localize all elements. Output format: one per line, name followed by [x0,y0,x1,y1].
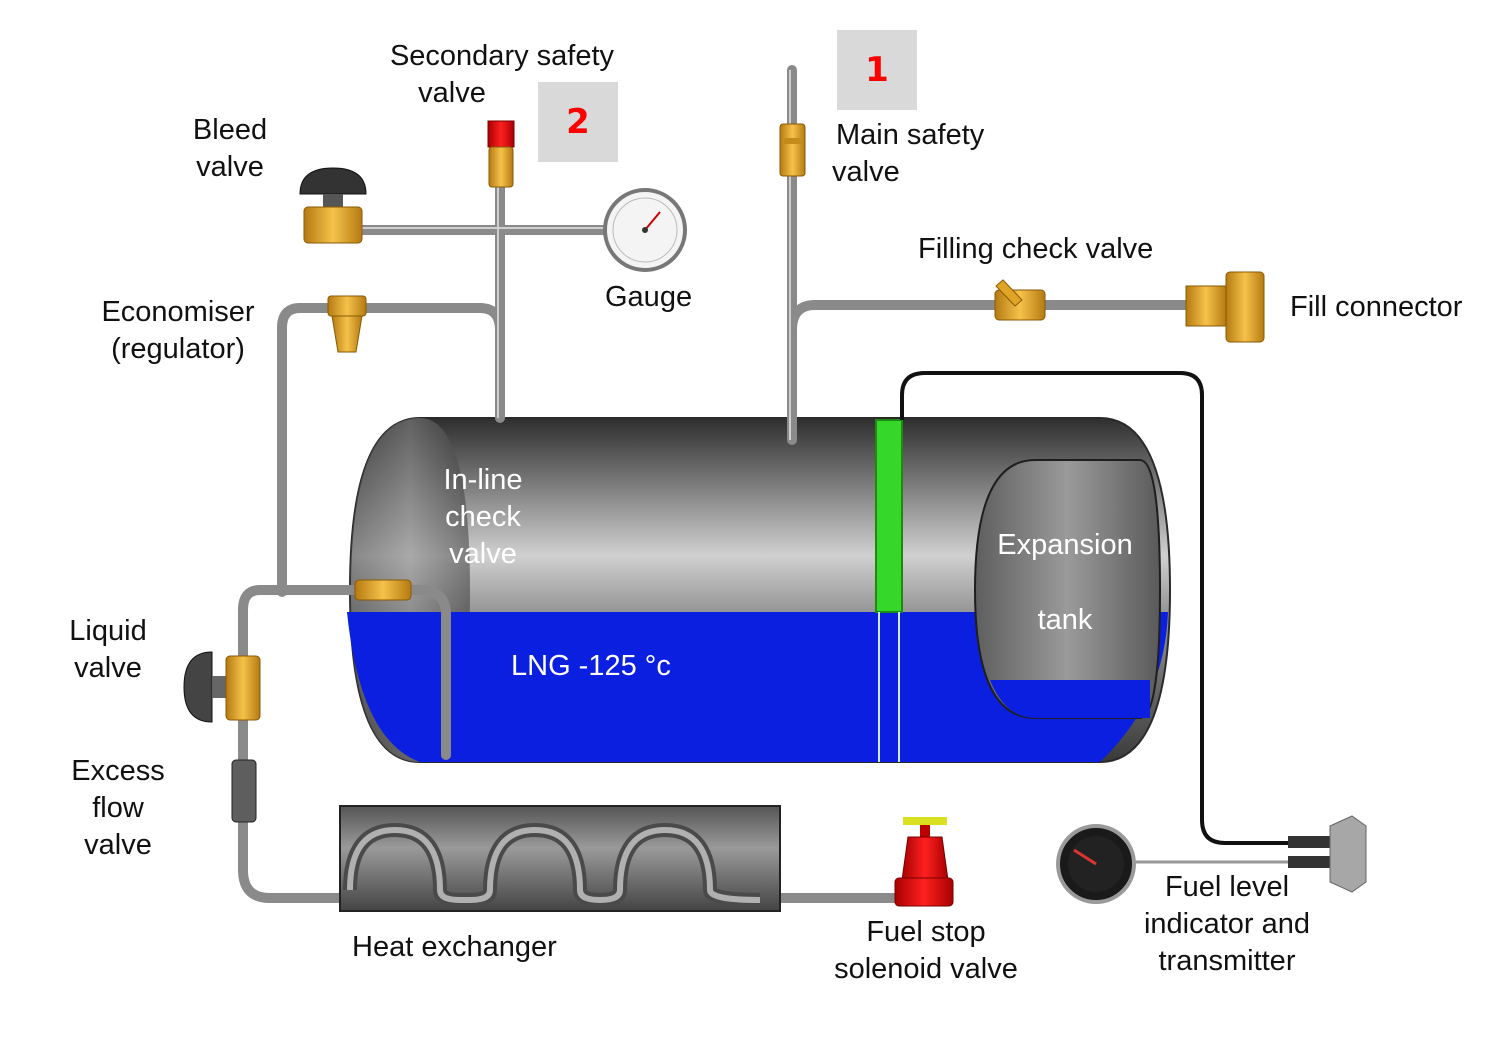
label-line: Expansion [997,529,1133,561]
label-line: Fuel level [1164,871,1290,903]
fill-connector-icon [1185,271,1265,343]
label-heat-exchanger: Heat exchanger [352,931,557,963]
label-inline-check-valve: In-line check valve [428,462,538,573]
label-fill-connector: Fill connector [1290,291,1463,323]
main-safety-valve-icon [779,123,806,177]
label-line: Liquid [69,615,147,647]
marker-1-text: 1 [865,50,889,90]
filling-check-valve-icon [994,279,1046,321]
lng-liquid [347,612,1168,762]
level-tube [875,419,903,613]
label-liquid-valve: Liquid valve [58,613,158,687]
label-line: Bleed [192,114,268,146]
label-line: flow [92,792,144,824]
label-economiser: Economiser (regulator) [88,294,268,368]
label-line: Economiser [101,296,255,328]
label-main-safety-valve: Main safety valve [832,117,984,191]
label-line: Main safety [836,119,985,151]
sender-wire [900,371,1330,845]
label-line: valve [74,652,142,684]
marker-2: 2 [538,82,618,162]
inline-check-valve-icon [354,579,412,601]
label-line: Excess [71,755,165,787]
expansion-tank [973,459,1162,719]
gauge-icon [603,188,687,272]
label-expansion-tank: Expansion tank [985,527,1145,639]
label-secondary-safety-valve: Secondary safety valve [372,38,632,112]
label-line: transmitter [1158,945,1296,977]
label-line: solenoid valve [834,953,1018,985]
economiser-icon [327,295,367,353]
label-line: indicator and [1143,908,1311,940]
label-bleed-valve: Bleed valve [180,112,280,186]
label-line: (regulator) [111,333,245,365]
label-line: valve [832,156,900,188]
label-line: valve [418,77,486,109]
label-lng: LNG -125 °c [511,650,671,682]
label-gauge: Gauge [605,281,693,313]
label-line: valve [449,538,517,570]
label-line: valve [196,151,264,183]
fuel-level-gauge-icon [1056,824,1136,904]
marker-1: 1 [837,30,917,110]
label-line: check [445,501,521,533]
label-fuel-stop-solenoid-valve: Fuel stop solenoid valve [816,914,1036,988]
label-line: In-line [443,464,523,496]
fuel-stop-solenoid-valve-icon [894,817,954,907]
label-line: tank [1037,604,1093,636]
excess-flow-valve-icon [231,759,257,823]
label-fuel-level-indicator: Fuel level indicator and transmitter [1122,869,1332,980]
label-line: valve [84,829,152,861]
transmitter-icon [1288,815,1367,893]
label-excess-flow-valve: Excess flow valve [60,753,176,864]
liquid-valve-icon [183,651,261,723]
lng-tank [347,417,1172,763]
marker-2-text: 2 [566,102,590,142]
heat-exchanger [339,805,781,912]
label-line: Secondary safety [389,40,615,72]
bleed-valve-icon [299,167,367,244]
label-filling-check-valve: Filling check valve [918,233,1154,265]
label-line: Fuel stop [866,916,986,948]
pipework [238,65,1195,903]
secondary-safety-valve-icon [487,120,515,188]
